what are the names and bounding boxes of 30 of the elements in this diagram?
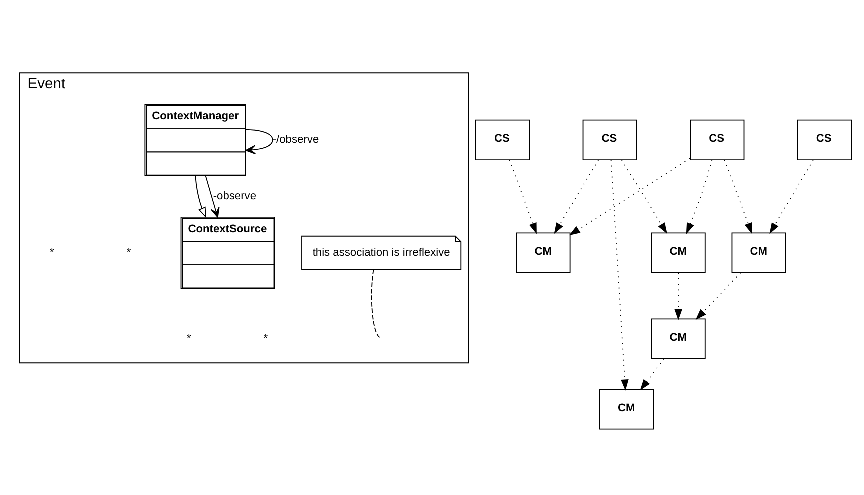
arrow [686, 160, 713, 234]
arrow [696, 272, 742, 320]
arrow [621, 160, 668, 234]
node-box: CS [582, 120, 638, 161]
arrow [205, 175, 220, 218]
arrow [610, 160, 629, 391]
node-box: CM [516, 232, 571, 274]
connector [371, 269, 382, 339]
edge-label: -/observe [272, 134, 320, 146]
arrow [640, 358, 665, 391]
label: * [264, 332, 268, 345]
label: * [186, 332, 192, 345]
arrow [195, 176, 207, 219]
node-box: CS [797, 120, 852, 161]
arrow [674, 272, 682, 321]
label: * [50, 246, 54, 259]
arrow [770, 160, 814, 234]
label: * [126, 246, 132, 259]
node-box: CM [599, 389, 654, 430]
arrow [724, 160, 752, 234]
node-box: CM [651, 318, 706, 360]
node-box: CM [732, 232, 786, 274]
node-box: CM [651, 232, 706, 274]
node-box: CS [475, 120, 530, 161]
arrow [509, 160, 537, 234]
arrow [246, 129, 274, 155]
arrow [554, 160, 600, 234]
node-box: CS [690, 120, 745, 161]
arrow [569, 158, 691, 236]
edge-label: -observe [213, 190, 257, 202]
